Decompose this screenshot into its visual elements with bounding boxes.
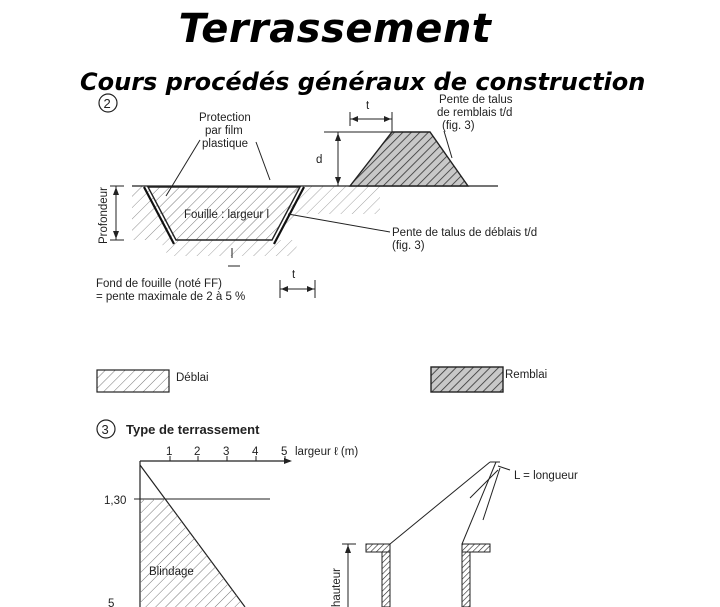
tick-4: 4 bbox=[252, 446, 259, 458]
t-top-label: t bbox=[366, 100, 370, 112]
protection-film-right bbox=[273, 186, 305, 245]
remblai-slope-label-1: Pente de talus bbox=[439, 94, 513, 106]
figure-3-type-terrassement: 3 Type de terrassement 1 2 3 4 5 largeur… bbox=[96, 419, 578, 607]
figure-3-title: Type de terrassement bbox=[126, 422, 260, 437]
ground-left-surface bbox=[365, 543, 391, 553]
page-subtitle: Cours procédés généraux de construction bbox=[80, 68, 646, 96]
remblai-slope-label-3: (fig. 3) bbox=[442, 120, 475, 132]
page-title: Terrassement bbox=[178, 6, 492, 52]
boundary-diagonal bbox=[139, 464, 246, 607]
blindage-region bbox=[140, 499, 245, 607]
profondeur-label: Profondeur bbox=[98, 187, 110, 244]
figure-2-cross-section: 2 Protection par film plastique Fouille … bbox=[96, 93, 537, 303]
trench-schematic: L = longueur hauteur bbox=[331, 461, 578, 607]
deblai-slope-label-2: (fig. 3) bbox=[392, 240, 425, 252]
longueur-label: L = longueur bbox=[514, 470, 578, 482]
perspective-line-1 bbox=[389, 461, 491, 545]
protection-leader-right bbox=[255, 141, 271, 181]
y-5-label: 5 bbox=[108, 598, 114, 607]
remblai-slope-label-2: de remblais t/d bbox=[437, 107, 512, 119]
figure-3-number-circle bbox=[96, 419, 116, 439]
remblai-slope-leader bbox=[443, 130, 453, 159]
d-label: d bbox=[316, 154, 322, 166]
fond-label-1: Fond de fouille (noté FF) bbox=[96, 278, 222, 290]
t-bottom-label: t bbox=[292, 269, 296, 281]
ground-hatch-right bbox=[280, 186, 380, 240]
x-axis-label: largeur ℓ (m) bbox=[295, 446, 358, 458]
tick-1: 1 bbox=[166, 446, 172, 458]
protection-label-3: plastique bbox=[202, 138, 248, 150]
protection-film-left bbox=[143, 186, 175, 245]
tick-5: 5 bbox=[281, 446, 287, 458]
ground-right-surface bbox=[461, 543, 491, 553]
protection-leader-left bbox=[165, 139, 201, 197]
remblai-embankment bbox=[348, 131, 470, 187]
legend: Déblai Remblai bbox=[96, 366, 547, 393]
wall-right bbox=[461, 551, 471, 607]
ground-hatch-bottom bbox=[160, 240, 300, 256]
wall-left bbox=[381, 551, 391, 607]
blindage-label: Blindage bbox=[149, 566, 194, 578]
y-130-label: 1,30 bbox=[104, 495, 126, 507]
legend-remblai-label: Remblai bbox=[505, 369, 547, 381]
fouille-label: Fouille : largeur l bbox=[184, 209, 269, 221]
figure-2-number-circle bbox=[98, 93, 118, 113]
fond-label-2: = pente maximale de 2 à 5 % bbox=[96, 291, 245, 303]
tick-3: 3 bbox=[223, 446, 229, 458]
figure-3-number: 3 bbox=[102, 422, 109, 437]
protection-label-2: par film bbox=[205, 125, 243, 137]
protection-label-1: Protection bbox=[199, 112, 251, 124]
excavation-deblai bbox=[146, 186, 302, 241]
figure-2-number: 2 bbox=[104, 96, 111, 111]
tick-2: 2 bbox=[194, 446, 200, 458]
deblai-slope-leader bbox=[287, 213, 391, 233]
legend-deblai-swatch bbox=[96, 369, 170, 393]
legend-remblai-swatch bbox=[430, 366, 504, 393]
deblai-slope-label-1: Pente de talus de déblais t/d bbox=[392, 227, 537, 239]
perspective-line-2 bbox=[461, 461, 497, 545]
hauteur-label: hauteur bbox=[331, 568, 343, 607]
legend-deblai-label: Déblai bbox=[176, 372, 209, 384]
